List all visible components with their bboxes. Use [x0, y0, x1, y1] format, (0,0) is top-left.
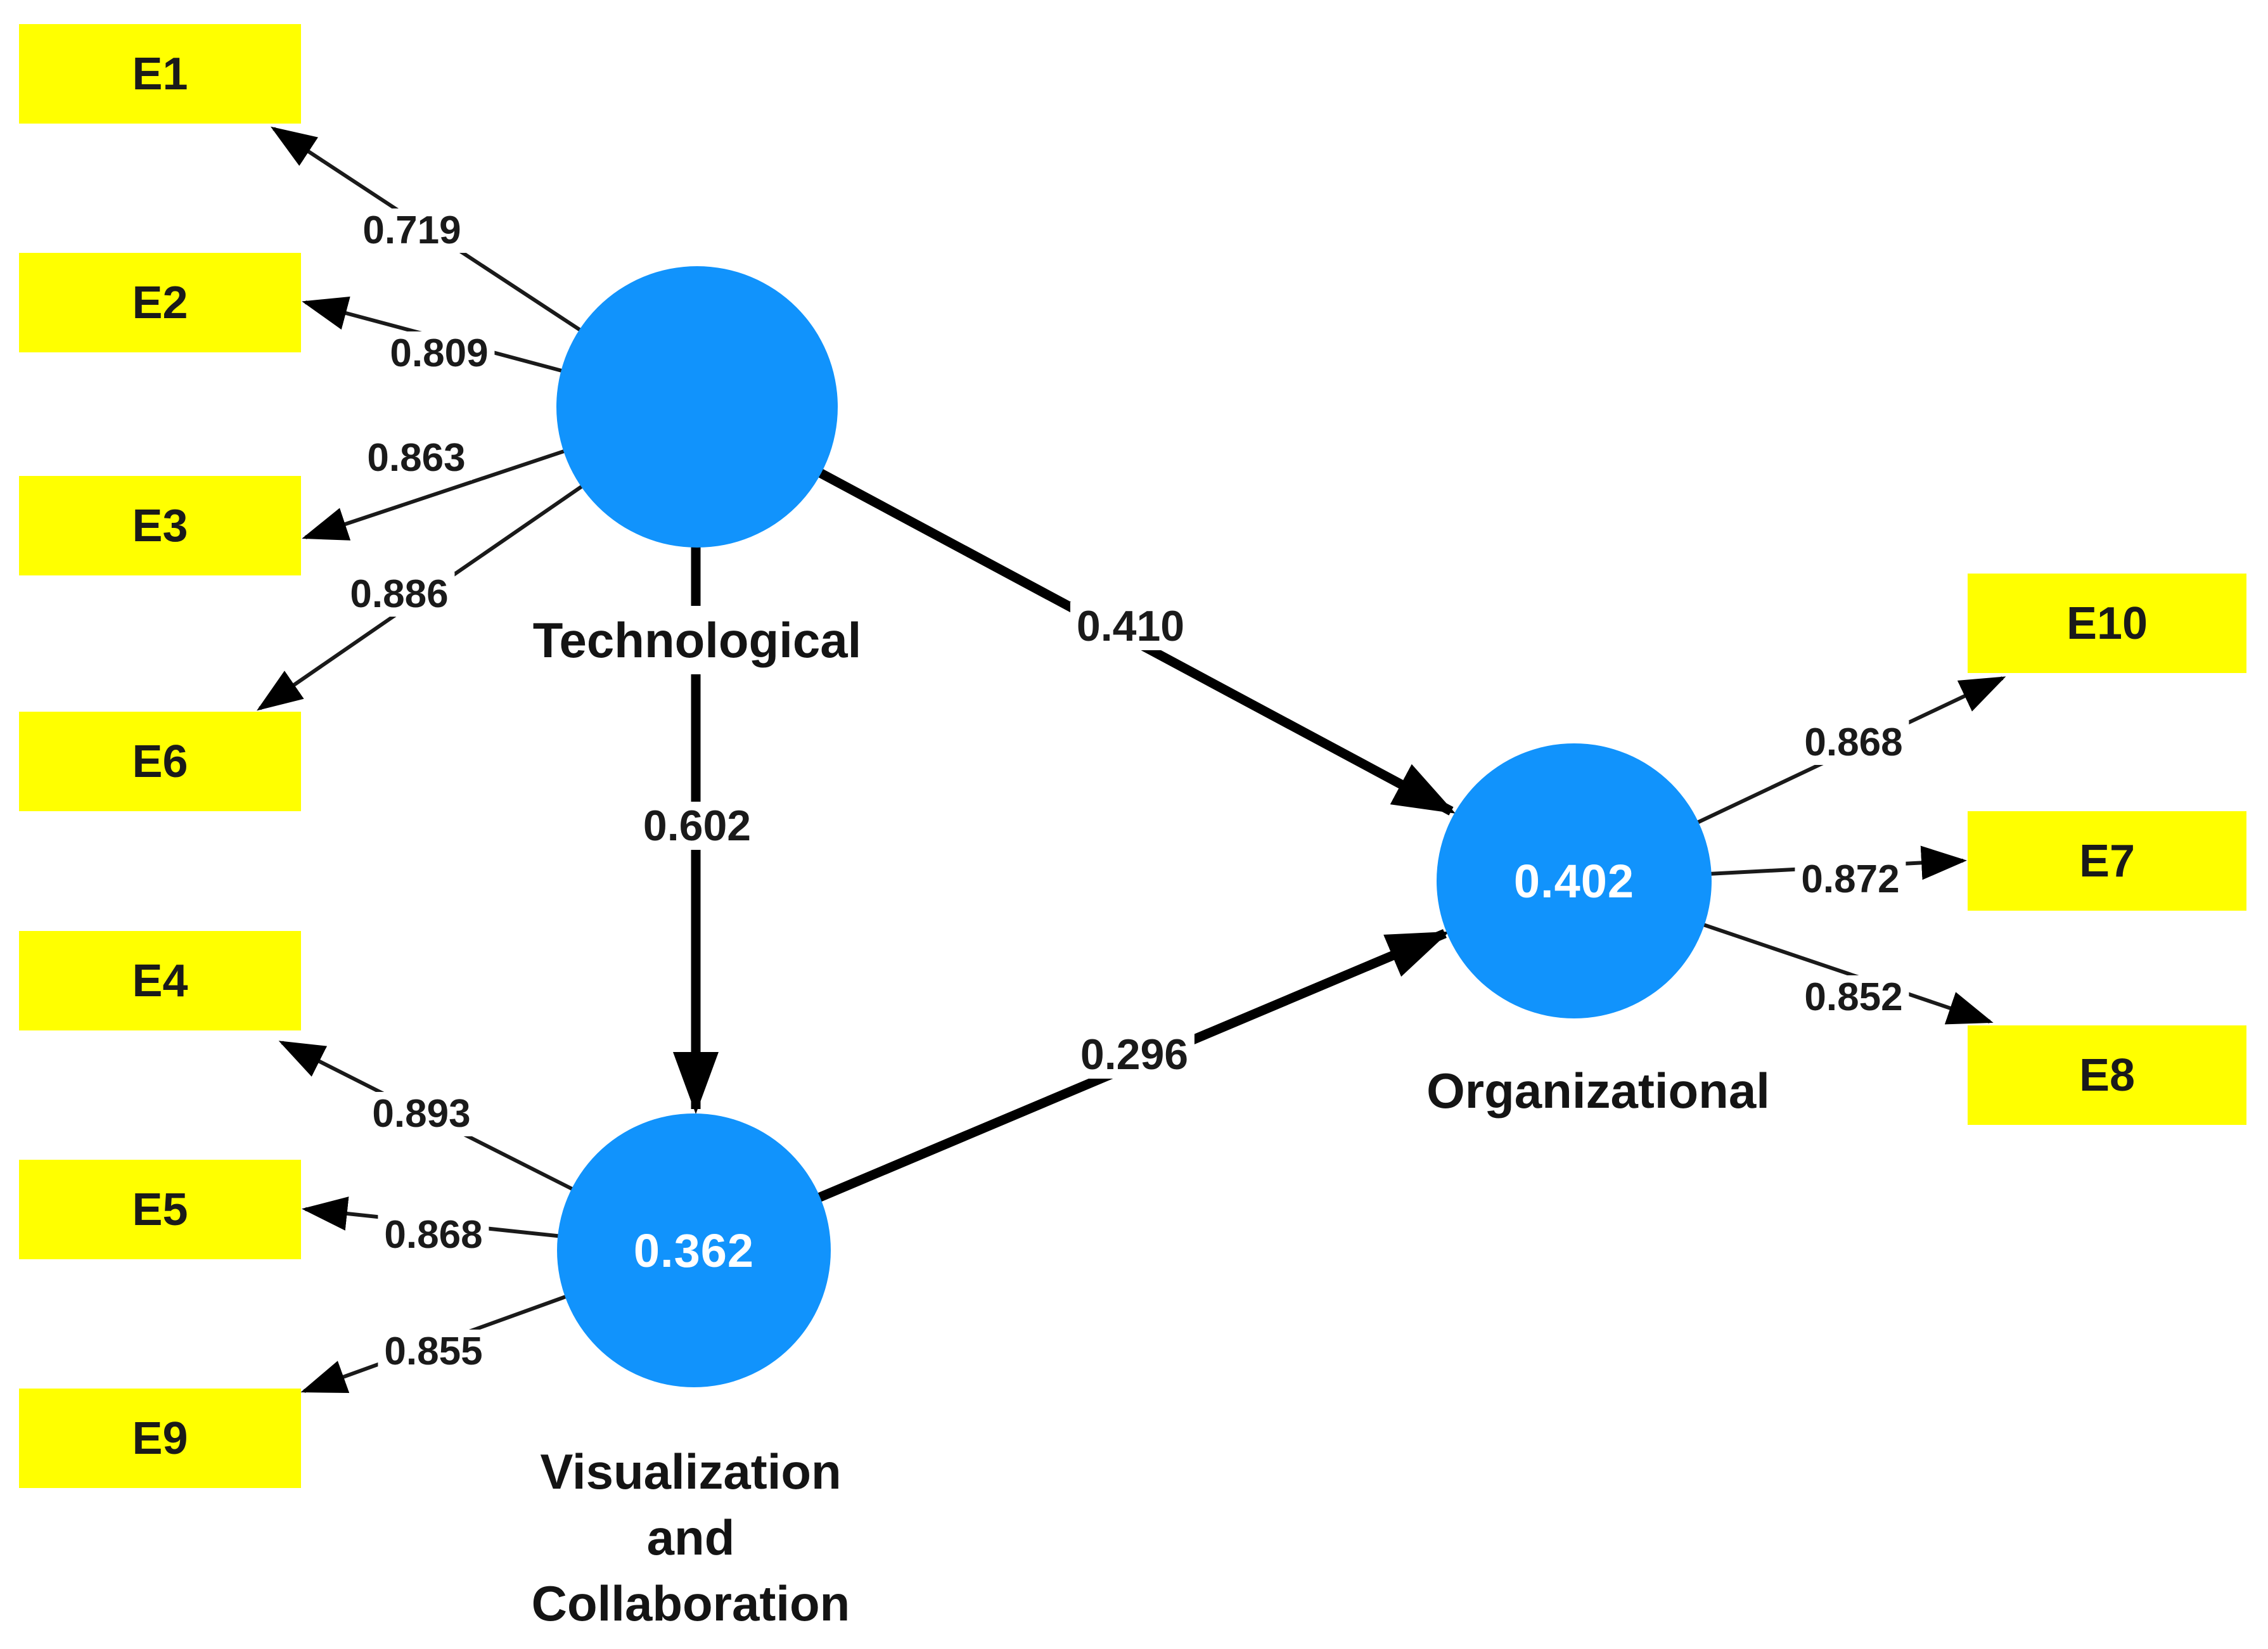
construct-label-visualization-line1: Visualization — [540, 1444, 842, 1499]
indicator-e1-label: E1 — [132, 48, 188, 99]
loading-value-e2: 0.809 — [383, 331, 495, 376]
indicator-e6-label: E6 — [132, 736, 188, 787]
indicator-e5-label: E5 — [132, 1184, 188, 1235]
loading-value-e5: 0.868 — [378, 1213, 489, 1257]
loading-value-e3: 0.863 — [361, 436, 472, 480]
construct-label-visualization-collaboration: Visualization and Collaboration — [522, 1437, 859, 1638]
indicator-e3-label: E3 — [132, 500, 188, 551]
indicator-e2: E2 — [19, 253, 301, 352]
indicator-e1: E1 — [19, 24, 301, 124]
loading-value-e9: 0.855 — [378, 1330, 489, 1374]
path-coefficient-viz-org: 0.296 — [1073, 1030, 1195, 1079]
construct-label-visualization-line3: Collaboration — [531, 1575, 850, 1631]
path-coefficient-tech-viz: 0.602 — [636, 802, 758, 850]
loading-value-e6: 0.886 — [343, 572, 455, 617]
construct-label-technological: Technological — [523, 606, 871, 674]
indicator-e5: E5 — [19, 1160, 301, 1259]
indicator-e3: E3 — [19, 476, 301, 575]
indicator-e8: E8 — [1968, 1025, 2246, 1125]
indicator-e9-label: E9 — [132, 1413, 188, 1464]
construct-label-organizational: Organizational — [1418, 1056, 1779, 1125]
loading-value-e7: 0.872 — [1795, 857, 1906, 902]
indicator-e4: E4 — [19, 931, 301, 1030]
indicator-e10: E10 — [1968, 574, 2246, 673]
loading-value-e1: 0.719 — [356, 209, 468, 253]
construct-technological — [556, 266, 838, 548]
path-coefficient-tech-org: 0.410 — [1070, 602, 1191, 650]
construct-visualization-value: 0.362 — [633, 1224, 755, 1277]
indicator-e6: E6 — [19, 712, 301, 811]
indicator-e4-label: E4 — [132, 955, 188, 1006]
indicator-e8-label: E8 — [2079, 1049, 2136, 1101]
construct-organizational-value: 0.402 — [1513, 854, 1635, 908]
construct-label-visualization-line2: and — [646, 1510, 735, 1565]
indicator-e2-label: E2 — [132, 277, 188, 328]
indicator-e7-label: E7 — [2079, 835, 2136, 887]
construct-organizational: 0.402 — [1437, 743, 1712, 1018]
construct-visualization-collaboration: 0.362 — [557, 1113, 831, 1387]
loading-value-e8: 0.852 — [1798, 975, 1909, 1020]
indicator-e7: E7 — [1968, 811, 2246, 911]
indicator-e9: E9 — [19, 1389, 301, 1488]
loading-value-e10: 0.868 — [1798, 721, 1909, 765]
loading-value-e4: 0.893 — [366, 1092, 477, 1136]
indicator-e10-label: E10 — [2066, 598, 2148, 649]
